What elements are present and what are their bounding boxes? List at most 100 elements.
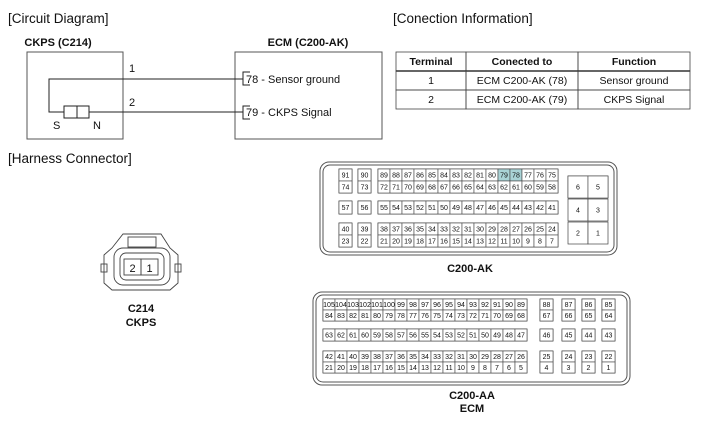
ak-pin-label: 59 bbox=[536, 185, 544, 192]
ak-pin-label: 61 bbox=[512, 185, 520, 192]
aa-pin-label: 77 bbox=[409, 313, 417, 320]
ak-pin-label: 28 bbox=[500, 227, 508, 234]
aa-pin-label: 10 bbox=[457, 365, 465, 372]
ak-pin-label: 44 bbox=[512, 205, 520, 212]
aa-pin-44 bbox=[581, 328, 596, 342]
ak-pin-label: 57 bbox=[342, 205, 350, 212]
aa-pin-label: 74 bbox=[445, 313, 453, 320]
c214-pin-2-label: 2 bbox=[129, 263, 135, 275]
ak-pin-label: 34 bbox=[428, 227, 436, 234]
ak-pin-label: 4 bbox=[576, 208, 580, 215]
ak-pin-label: 62 bbox=[500, 185, 508, 192]
ak-pin-label: 73 bbox=[361, 185, 369, 192]
aa-pin-label: 38 bbox=[373, 354, 381, 361]
ak-pin-label: 10 bbox=[512, 239, 520, 246]
ak-pin-5 bbox=[587, 175, 609, 199]
table-cell-text: ECM C200-AK (78) bbox=[477, 75, 567, 87]
ak-pin-label: 33 bbox=[440, 227, 448, 234]
aa-pin-label: 61 bbox=[349, 333, 357, 340]
ak-pin-label: 17 bbox=[428, 239, 436, 246]
aa-pin-label: 42 bbox=[325, 354, 333, 361]
ak-pin-label: 55 bbox=[380, 205, 388, 212]
aa-pin-label: 80 bbox=[373, 313, 381, 320]
aa-pin-label: 86 bbox=[585, 302, 593, 309]
aa-pin-label: 88 bbox=[543, 302, 551, 309]
aa-pin-label: 70 bbox=[493, 313, 501, 320]
aa-pin-68 bbox=[514, 309, 528, 322]
aa-pin-65 bbox=[581, 309, 596, 322]
aa-pin-label: 37 bbox=[385, 354, 393, 361]
aa-pin-label: 68 bbox=[517, 313, 525, 320]
ak-pin-label: 69 bbox=[416, 185, 424, 192]
ak-pin-label: 6 bbox=[576, 185, 580, 192]
ak-pin-label: 27 bbox=[512, 227, 520, 234]
aa-pin-label: 32 bbox=[445, 354, 453, 361]
ak-pin-label: 1 bbox=[596, 231, 600, 238]
aa-pin-label: 54 bbox=[433, 333, 441, 340]
aa-pin-67 bbox=[539, 309, 554, 322]
aa-pin-label: 44 bbox=[585, 333, 593, 340]
aa-pin-label: 8 bbox=[483, 365, 487, 372]
harness-section-title: [Harness Connector] bbox=[8, 151, 132, 166]
ak-pin-label: 68 bbox=[428, 185, 436, 192]
table-header: Function bbox=[612, 56, 656, 68]
aa-pin-label: 47 bbox=[517, 333, 525, 340]
ak-pin-label: 65 bbox=[464, 185, 472, 192]
ak-pin-label: 88 bbox=[392, 173, 400, 180]
wire-2-label: 2 bbox=[129, 97, 135, 109]
ak-pin-74 bbox=[338, 180, 353, 194]
ak-pin-label: 46 bbox=[488, 205, 496, 212]
aa-pin-label: 98 bbox=[409, 302, 417, 309]
aa-pin-label: 72 bbox=[469, 313, 477, 320]
aa-pin-label: 15 bbox=[397, 365, 405, 372]
aa-pin-label: 19 bbox=[349, 365, 357, 372]
aa-pin-label: 75 bbox=[433, 313, 441, 320]
ak-pin-56 bbox=[357, 200, 372, 215]
ak-pin-label: 50 bbox=[440, 205, 448, 212]
ak-pin-label: 14 bbox=[464, 239, 472, 246]
aa-pin-46 bbox=[539, 328, 554, 342]
sensor-box bbox=[26, 51, 124, 140]
c214-caption: CKPS bbox=[126, 317, 157, 329]
aa-pin-label: 82 bbox=[349, 313, 357, 320]
ak-pin-label: 51 bbox=[428, 205, 436, 212]
ak-pin-7 bbox=[545, 234, 559, 248]
c200ak-housing bbox=[319, 161, 618, 256]
aa-pin-label: 16 bbox=[385, 365, 393, 372]
aa-pin-label: 53 bbox=[445, 333, 453, 340]
aa-pin-66 bbox=[561, 309, 576, 322]
aa-pin-label: 52 bbox=[457, 333, 465, 340]
ak-pin-label: 60 bbox=[524, 185, 532, 192]
ak-pin-label: 32 bbox=[452, 227, 460, 234]
ak-pin-label: 89 bbox=[380, 173, 388, 180]
ak-pin-label: 84 bbox=[440, 173, 448, 180]
aa-pin-label: 31 bbox=[457, 354, 465, 361]
ak-pin-3 bbox=[587, 198, 609, 222]
aa-pin-label: 87 bbox=[565, 302, 573, 309]
aa-pin-label: 105 bbox=[323, 302, 335, 309]
pole-s-label: S bbox=[53, 120, 60, 132]
aa-pin-label: 56 bbox=[409, 333, 417, 340]
ak-pin-label: 15 bbox=[452, 239, 460, 246]
ak-pin-label: 56 bbox=[361, 205, 369, 212]
ak-pin-label: 41 bbox=[548, 205, 556, 212]
ak-pin-label: 7 bbox=[550, 239, 554, 246]
ak-pin-label: 3 bbox=[596, 208, 600, 215]
aa-pin-label: 103 bbox=[347, 302, 359, 309]
c214-connector bbox=[100, 233, 182, 291]
table-cell bbox=[577, 89, 691, 110]
c214-housing bbox=[103, 233, 179, 291]
ecm-title: ECM (C200-AK) bbox=[268, 37, 349, 49]
c214-pin-1 bbox=[140, 258, 159, 276]
aa-pin-label: 2 bbox=[587, 365, 591, 372]
aa-pin-label: 69 bbox=[505, 313, 513, 320]
ak-pin-label: 82 bbox=[464, 173, 472, 180]
aa-pin-label: 67 bbox=[543, 313, 551, 320]
ak-pin-label: 90 bbox=[361, 173, 369, 180]
ak-pin-label: 81 bbox=[476, 173, 484, 180]
aa-pin-5 bbox=[514, 361, 528, 374]
pin79-label: 79 - CKPS Signal bbox=[246, 107, 332, 119]
ak-pin-label: 39 bbox=[361, 227, 369, 234]
pin79-bracket bbox=[242, 105, 250, 120]
